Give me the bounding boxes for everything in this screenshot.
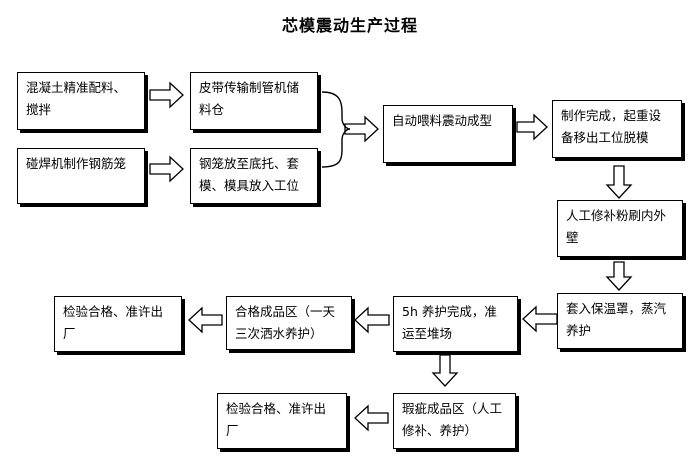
arrow-s10-s11 [188, 306, 223, 334]
step-qualified-zone: 合格成品区（一天三次洒水养护） [226, 296, 352, 350]
step-transport-yard: 5h 养护完成，准运至堆场 [393, 296, 518, 352]
arrow-s9-s12 [431, 354, 459, 387]
step-vibration-forming: 自动喂料震动成型 [383, 105, 513, 163]
arrow-s2-s4 [149, 155, 184, 183]
step-factory-release-1: 检验合格、准许出厂 [54, 296, 182, 352]
arrow-s8-s9 [522, 305, 558, 333]
arrow-s5-s6 [516, 113, 548, 141]
step-demoulding: 制作完成，起重设备移出工位脱模 [552, 100, 682, 158]
step-defect-zone: 瑕疵成品区（人工修补、养护） [393, 393, 516, 449]
arrow-s6-s7 [605, 165, 633, 199]
arrow-brace-s5 [344, 115, 379, 143]
arrow-s12-s13 [354, 404, 389, 432]
step-batching-mixing: 混凝土精准配料、搅拌 [17, 72, 145, 130]
arrow-s1-s3 [149, 81, 184, 109]
step-belt-silo: 皮带传输制管机储料仓 [190, 72, 318, 130]
step-steam-curing: 套入保温罩，蒸汽养护 [557, 293, 683, 349]
step-factory-release-2: 检验合格、准许出厂 [217, 393, 347, 449]
diagram-title: 芯模震动生产过程 [281, 16, 418, 35]
merge-bracket [321, 91, 351, 168]
arrow-s9-s10 [354, 306, 390, 334]
step-cage-welding: 碰焊机制作钢筋笼 [17, 148, 145, 204]
step-mould-setup: 钢笼放至底托、套模、模具放入工位 [190, 148, 318, 204]
arrow-s7-s8 [605, 261, 633, 291]
step-wall-repair: 人工修补粉刷内外壁 [557, 200, 683, 257]
